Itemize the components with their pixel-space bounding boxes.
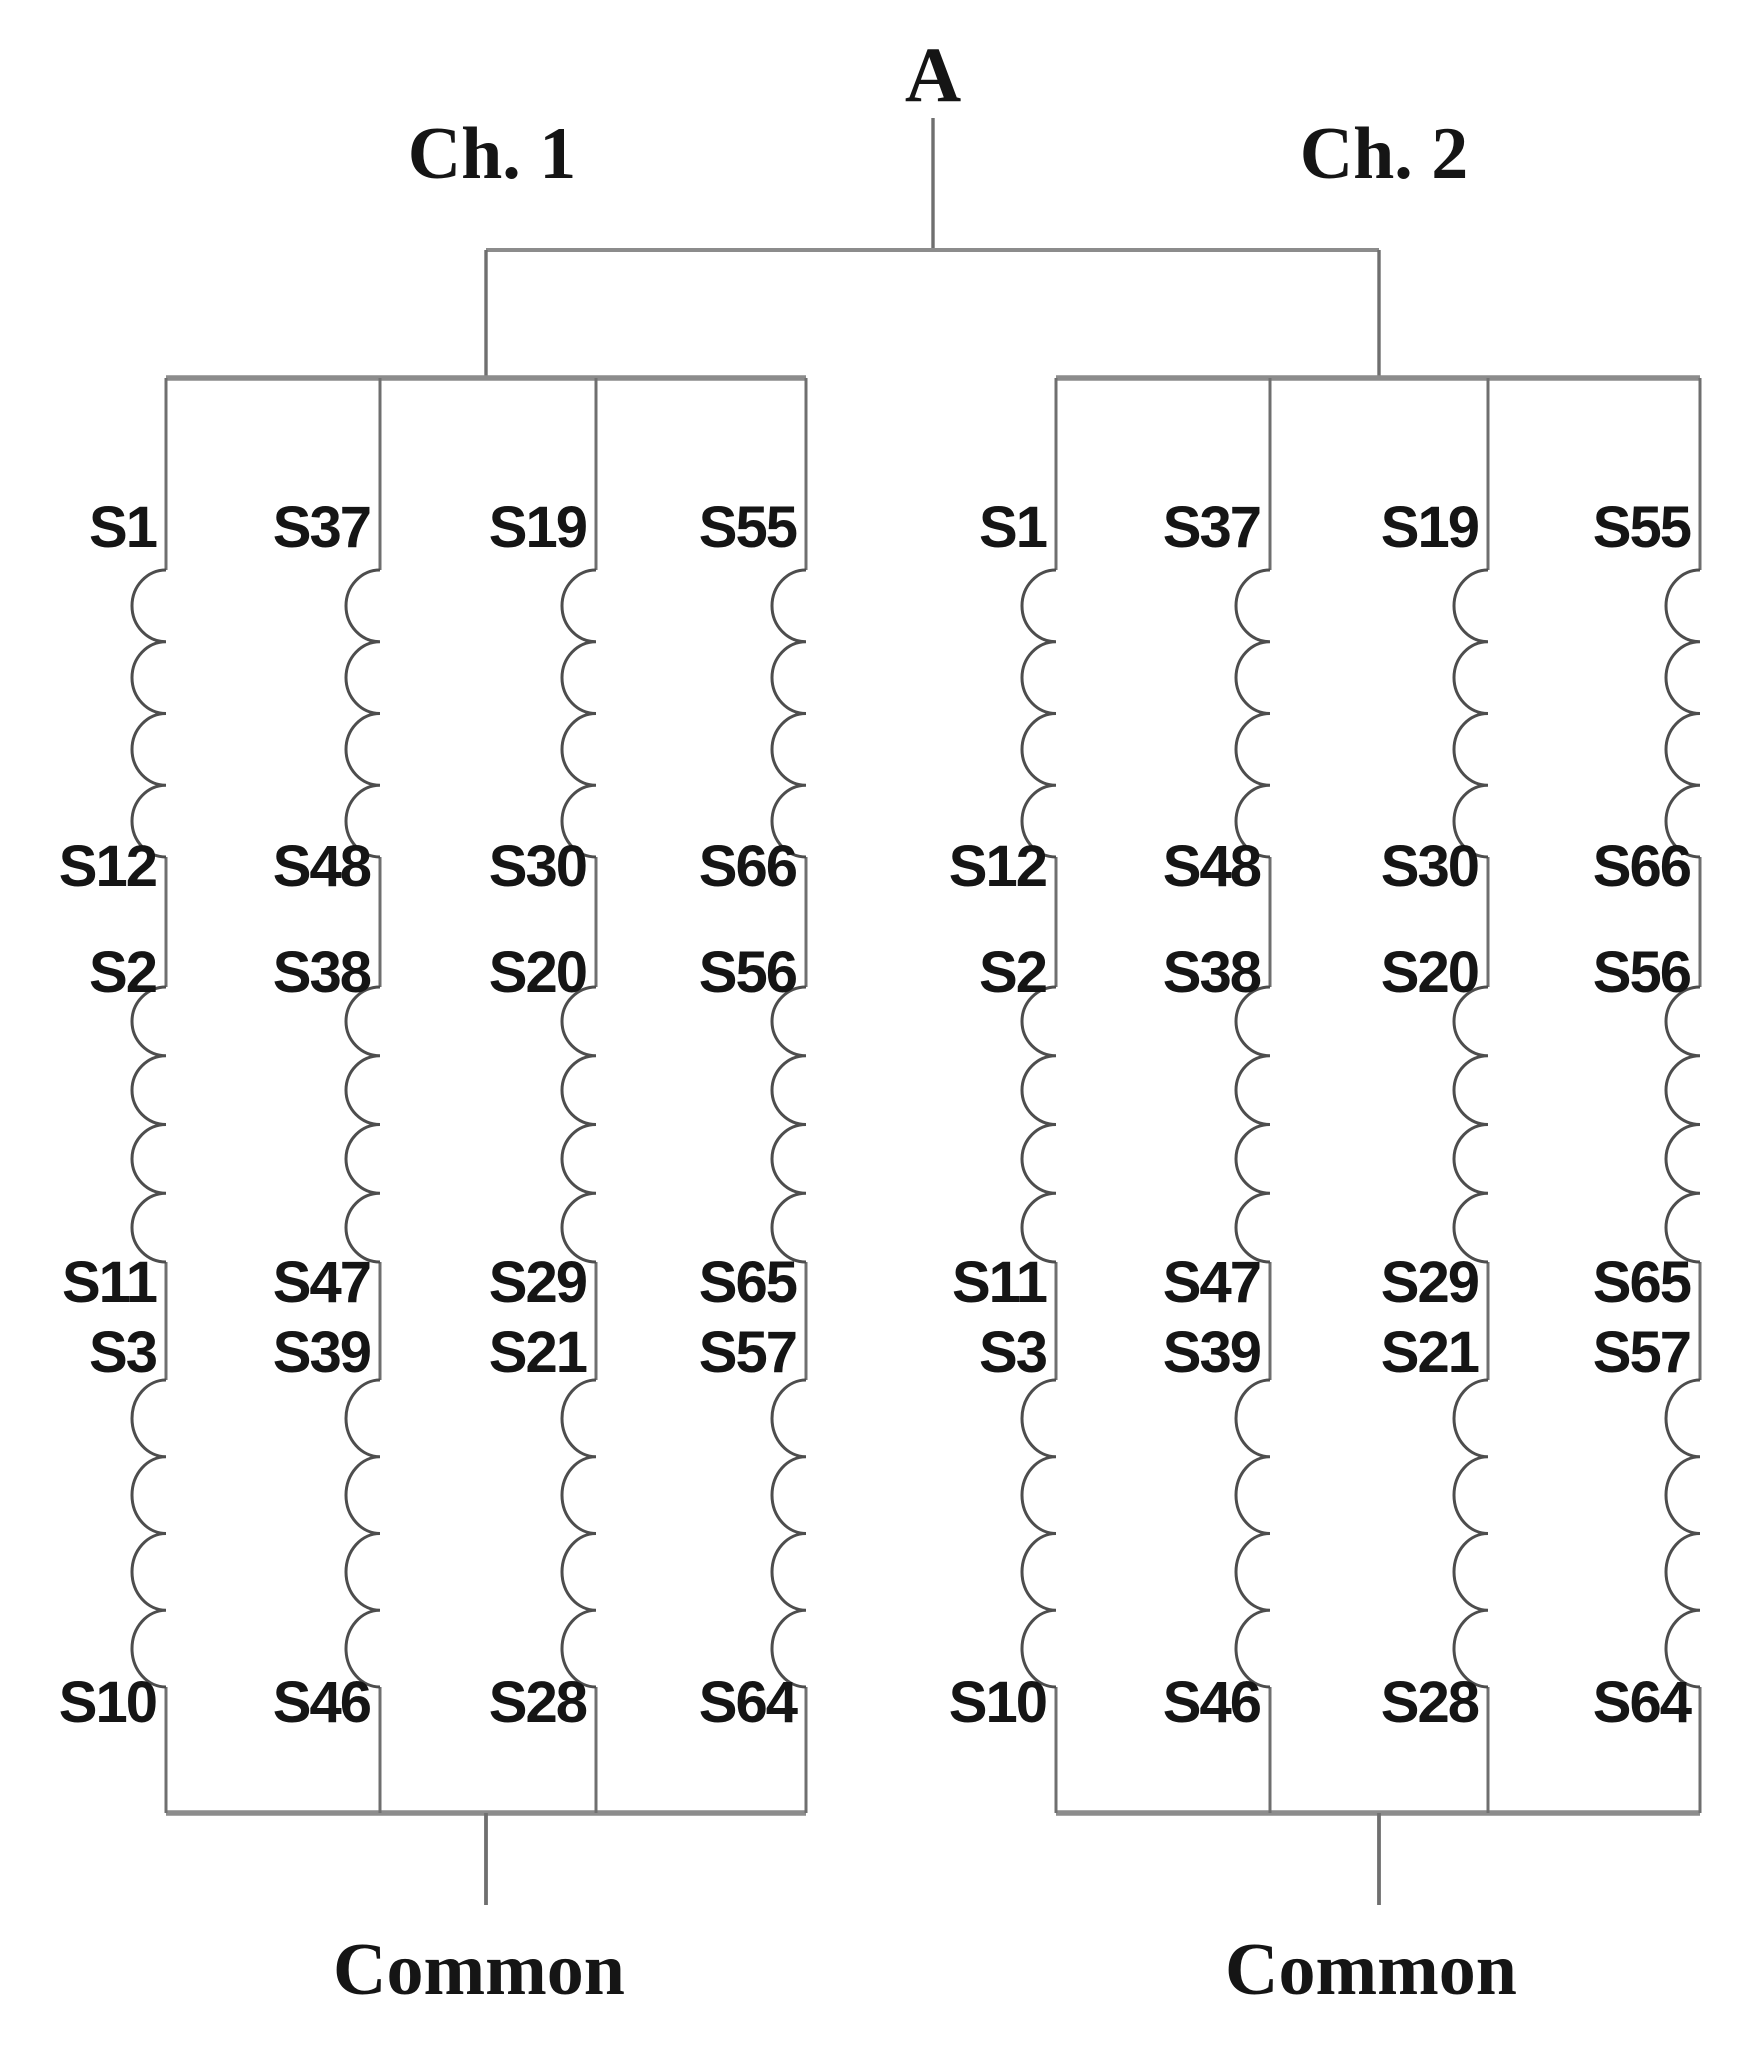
coil-terminal-label-ch2-b4-r2: S66 <box>1592 834 1692 899</box>
coil-terminal-label-ch2-b3-r3: S20 <box>1380 940 1480 1005</box>
coil-terminal-label-ch2-b1-r3: S2 <box>979 940 1048 1005</box>
coil-terminal-label-ch2-b2-r5: S39 <box>1162 1320 1262 1385</box>
coil-terminal-label-ch1-b2-r3: S38 <box>272 940 372 1005</box>
coil-terminal-label-ch1-b2-r5: S39 <box>272 1320 372 1385</box>
channel-2-branch-4-coil-2 <box>1664 985 1701 1264</box>
coil-terminal-label-ch2-b3-r4: S29 <box>1380 1250 1480 1315</box>
channel-2-branch-3-coil-2 <box>1452 985 1489 1264</box>
coil-terminal-label-ch1-b1-r3: S2 <box>89 940 158 1005</box>
coil-terminal-label-ch2-b1-r1: S1 <box>979 495 1048 560</box>
coil-terminal-label-ch1-b3-r5: S21 <box>488 1320 588 1385</box>
channel-2-branch-4-coil-3 <box>1664 1378 1701 1689</box>
coil-terminal-label-ch1-b2-r2: S48 <box>272 834 372 899</box>
channel-1-branch-4-coil-1 <box>770 568 807 859</box>
coil-terminal-label-ch2-b3-r2: S30 <box>1380 834 1480 899</box>
channel-2-branch-1-coil-1 <box>1020 568 1057 859</box>
channel-2-branch-2-coil-2 <box>1234 985 1271 1264</box>
coil-terminal-label-ch1-b4-r5: S57 <box>698 1320 798 1385</box>
channel-2-common-label: Common <box>1225 1929 1517 2011</box>
coil-terminal-label-ch1-b2-r6: S46 <box>272 1670 372 1735</box>
coil-terminal-label-ch2-b3-r1: S19 <box>1380 495 1480 560</box>
channel-1-branch-4-coil-3 <box>770 1378 807 1689</box>
coil-terminal-label-ch2-b4-r4: S65 <box>1592 1250 1692 1315</box>
channel-2-branch-3-coil-3 <box>1452 1378 1489 1689</box>
channel-1-common-label: Common <box>333 1929 625 2011</box>
coil-terminal-label-ch1-b1-r5: S3 <box>89 1320 158 1385</box>
coil-terminal-label-ch2-b3-r6: S28 <box>1380 1670 1480 1735</box>
channel-1-branch-3-coil-3 <box>560 1378 597 1689</box>
channel-2-label: Ch. 2 <box>1299 113 1469 195</box>
coil-terminal-label-ch1-b2-r1: S37 <box>272 495 372 560</box>
channel-1-branch-1-coil-1 <box>130 568 167 859</box>
channel-1-branch-3-coil-1 <box>560 568 597 859</box>
channel-2-branch-4-coil-1 <box>1664 568 1701 859</box>
coil-terminal-label-ch1-b3-r4: S29 <box>488 1250 588 1315</box>
coil-terminal-label-ch1-b3-r6: S28 <box>488 1670 588 1735</box>
coil-terminal-label-ch2-b4-r1: S55 <box>1592 495 1692 560</box>
channel-2-branch-3-coil-1 <box>1452 568 1489 859</box>
coil-terminal-label-ch2-b1-r4: S11 <box>952 1250 1048 1315</box>
coil-terminal-label-ch2-b4-r5: S57 <box>1592 1320 1692 1385</box>
channel-1-branch-2-coil-3 <box>344 1378 381 1689</box>
channel-1-branch-1-coil-2 <box>130 985 167 1264</box>
coil-terminal-label-ch2-b2-r3: S38 <box>1162 940 1262 1005</box>
coil-terminal-label-ch1-b1-r1: S1 <box>89 495 158 560</box>
coil-terminal-label-ch1-b1-r2: S12 <box>58 834 158 899</box>
coil-terminal-label-ch2-b2-r2: S48 <box>1162 834 1262 899</box>
coil-terminal-label-ch1-b1-r6: S10 <box>58 1670 158 1735</box>
coil-terminal-label-ch1-b2-r4: S47 <box>272 1250 372 1315</box>
channel-1-branch-3-coil-2 <box>560 985 597 1264</box>
coil-terminal-label-ch2-b4-r3: S56 <box>1592 940 1692 1005</box>
channel-2-branch-1-coil-2 <box>1020 985 1057 1264</box>
coil-terminal-label-ch2-b1-r2: S12 <box>948 834 1048 899</box>
coil-terminal-label-ch2-b2-r1: S37 <box>1162 495 1262 560</box>
channel-1-branch-1-coil-3 <box>130 1378 167 1689</box>
coil-terminal-label-ch1-b4-r2: S66 <box>698 834 798 899</box>
coil-terminal-label-ch2-b3-r5: S21 <box>1380 1320 1480 1385</box>
coil-terminal-label-ch1-b4-r3: S56 <box>698 940 798 1005</box>
coil-terminal-label-ch1-b3-r3: S20 <box>488 940 588 1005</box>
coil-terminal-label-ch2-b2-r4: S47 <box>1162 1250 1262 1315</box>
channel-2-branch-2-coil-1 <box>1234 568 1271 859</box>
coil-terminal-label-ch1-b4-r1: S55 <box>698 495 798 560</box>
coil-terminal-label-ch1-b1-r4: S11 <box>62 1250 158 1315</box>
channel-2-branch-1-coil-3 <box>1020 1378 1057 1689</box>
coil-terminal-label-ch1-b3-r2: S30 <box>488 834 588 899</box>
coil-terminal-label-ch2-b4-r6: S64 <box>1592 1670 1692 1735</box>
channel-1-label: Ch. 1 <box>407 113 577 195</box>
coil-terminal-label-ch1-b4-r6: S64 <box>698 1670 798 1735</box>
channel-2-branch-2-coil-3 <box>1234 1378 1271 1689</box>
channel-1-branch-2-coil-1 <box>344 568 381 859</box>
coil-terminal-label-ch2-b1-r5: S3 <box>979 1320 1048 1385</box>
input-node-a-label: A <box>904 31 962 118</box>
coil-terminal-label-ch2-b1-r6: S10 <box>948 1670 1048 1735</box>
channel-1-branch-4-coil-2 <box>770 985 807 1264</box>
coil-terminal-label-ch2-b2-r6: S46 <box>1162 1670 1262 1735</box>
channel-1-branch-2-coil-2 <box>344 985 381 1264</box>
coil-terminal-label-ch1-b4-r4: S65 <box>698 1250 798 1315</box>
coil-terminal-label-ch1-b3-r1: S19 <box>488 495 588 560</box>
